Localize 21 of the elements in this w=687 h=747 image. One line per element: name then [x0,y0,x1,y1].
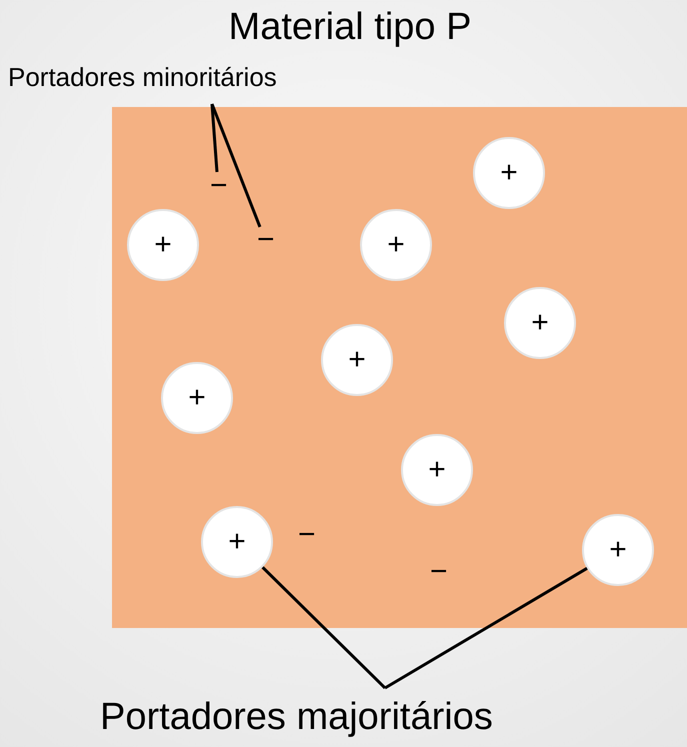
carrier-label: Portadores minoritários [8,62,277,93]
hole-circle: + [360,209,432,281]
title: Material tipo P [228,6,472,49]
hole-circle: + [321,324,393,396]
hole-circle: + [582,514,654,586]
carrier-label: Portadores majoritários [100,696,493,739]
minus-sign: − [430,557,448,587]
material-block [112,107,687,628]
hole-circle: + [401,434,473,506]
leader-line [384,567,588,690]
leader-line [210,104,218,172]
minus-sign: − [257,225,275,255]
leader-line [262,566,386,690]
hole-circle: + [161,362,233,434]
hole-circle: + [127,209,199,281]
hole-circle: + [473,137,545,209]
minus-sign: − [298,520,316,550]
leader-line [210,103,262,228]
minus-sign: − [210,171,228,201]
hole-circle: + [201,506,273,578]
hole-circle: + [504,287,576,359]
